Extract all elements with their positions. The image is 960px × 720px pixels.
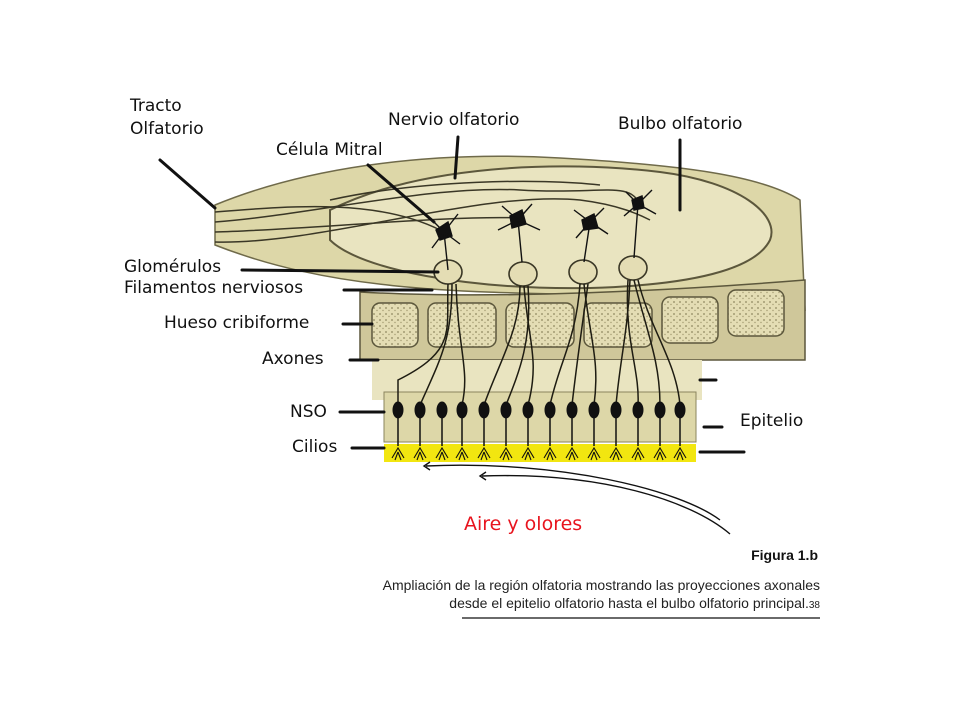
cribiform-bone — [359, 279, 806, 361]
label-tracto-line2: Olfatorio — [130, 119, 204, 139]
cilia — [391, 446, 687, 461]
label-nervio-olfatorio: Nervio olfatorio — [388, 110, 520, 130]
label-nso: NSO — [290, 402, 327, 422]
label-filamentos: Filamentos nerviosos — [124, 278, 304, 298]
caption-line-2: desde el epitelio olfatorio hasta el bul… — [449, 595, 820, 611]
cilia-band — [384, 444, 696, 462]
leader-lines — [158, 135, 746, 454]
label-epitelio: Epitelio — [740, 411, 804, 431]
caption-line-2-text: desde el epitelio olfatorio hasta el bul… — [449, 595, 809, 611]
axons — [397, 279, 681, 406]
epithelium — [383, 391, 697, 443]
caption-title: Figura 1.b — [751, 547, 818, 563]
label-tracto-line1: Tracto — [130, 96, 182, 116]
label-axones: Axones — [262, 349, 324, 369]
label-cilios: Cilios — [292, 437, 338, 457]
glomeruli — [433, 255, 648, 287]
label-hueso-cribiforme: Hueso cribiforme — [164, 313, 310, 333]
air-arrows — [422, 461, 731, 535]
sensory-neurons — [392, 401, 686, 446]
label-glomerulos: Glomérulos — [124, 257, 222, 277]
label-celula-mitral: Célula Mitral — [276, 140, 383, 160]
caption-reference: 38 — [808, 600, 820, 611]
mitral-cells — [429, 189, 657, 271]
caption-line-1: Ampliación de la región olfatoria mostra… — [382, 577, 820, 593]
label-aire-y-olores: Aire y olores — [464, 513, 583, 535]
label-bulbo-olfatorio: Bulbo olfatorio — [618, 114, 743, 134]
tract-fibres — [214, 180, 651, 243]
olfactory-bulb — [329, 165, 773, 290]
